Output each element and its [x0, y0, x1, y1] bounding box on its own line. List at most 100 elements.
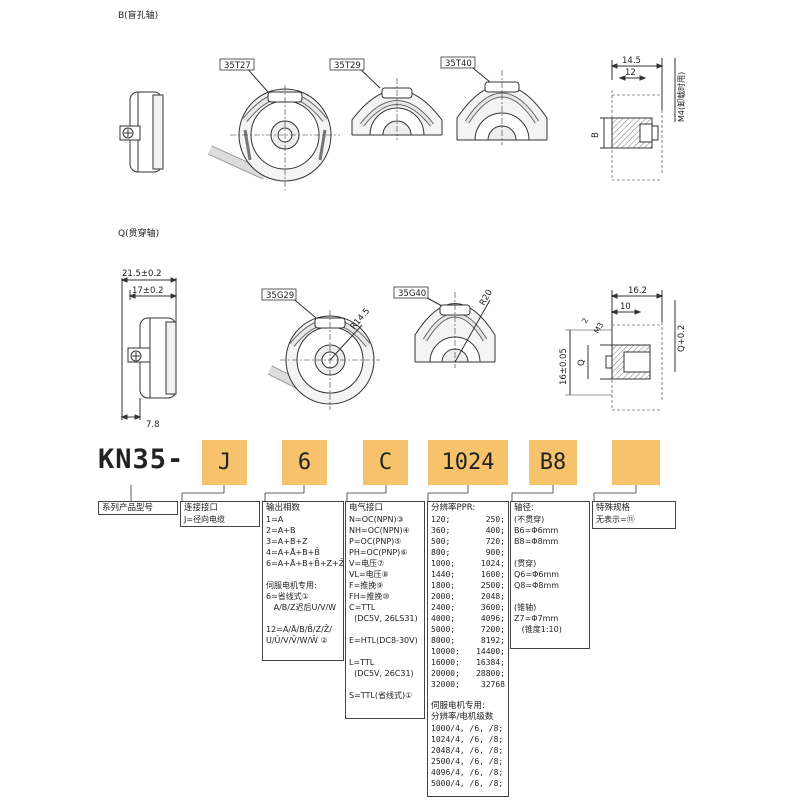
resolution-value: 900; [485, 548, 505, 557]
resolution-value: 20000; [431, 669, 460, 678]
q-front-view-1 [267, 310, 380, 410]
resolution-value: 16000; [431, 658, 460, 667]
resolution-value: 28800; [476, 669, 505, 678]
resolution-row: 1800;2500; [431, 580, 505, 591]
shaft-line [514, 591, 586, 602]
servo-line: 1000/4, /6, /8; [431, 724, 504, 733]
electrical-line: VL=电压⑧ [349, 570, 389, 579]
panel-special-title: 特殊规格 [596, 503, 631, 513]
resolution-value: 10000; [431, 647, 460, 656]
resolution-row: 1000; 1024; [431, 558, 505, 569]
resolution-value: 14400; [476, 647, 505, 656]
section-through-hole: Q(贯穿轴) [118, 227, 159, 239]
panel-shaft-title: 轴径: [514, 503, 534, 513]
panel-connect-line: J=径向电缆 [184, 515, 226, 524]
panel-series-title: 系列产品型号 [102, 503, 154, 513]
code-shaft: B8 [529, 440, 577, 485]
servo-line: 1024/4, /6, /8; [431, 735, 504, 744]
resolution-row: 2000;2048; [431, 591, 505, 602]
resolution-value: 2048; [480, 592, 505, 601]
resolution-value: 8192; [480, 636, 505, 645]
panel-output-title: 输出相数 [266, 503, 301, 513]
dim-b: B [591, 132, 601, 138]
resolution-row: 360;400; [431, 525, 505, 536]
model-prefix: KN35- [98, 444, 185, 475]
code-electrical: C [363, 440, 408, 485]
q-front-view-2 [414, 292, 496, 368]
connector-lines [130, 485, 637, 501]
q-side-view-right [565, 290, 676, 411]
resolution-row: 5000;7200; [431, 624, 505, 635]
output-line: 6=省线式① [266, 592, 309, 601]
resolution-value: 1024; [480, 559, 505, 568]
shaft-line: Z7=Φ7mm [514, 614, 559, 623]
resolution-value: 4096; [480, 614, 505, 623]
resolution-value: 120; [431, 515, 451, 524]
resolution-row: 500;720; [431, 536, 505, 547]
electrical-line: E=HTL(DC8-30V) [349, 636, 418, 645]
b-side-view-left [119, 91, 164, 173]
electrical-line [349, 646, 421, 657]
output-line: 12=A/Ā/B/B̄/Z/Z̄/ [266, 625, 332, 634]
resolution-row: 20000; 28800; [431, 668, 505, 679]
servo-line: 2048/4, /6, /8; [431, 746, 504, 755]
electrical-line: C=TTL [349, 603, 376, 612]
dim-12: 12 [625, 68, 636, 78]
electrical-line [349, 624, 421, 635]
panel-connect: 连接接口 J=径向电缆 [180, 501, 260, 527]
shaft-line: Q8=Φ8mm [514, 581, 560, 590]
dim-2: 2 [580, 316, 590, 325]
resolution-value: 400; [485, 526, 505, 535]
dim-14-5: 14.5 [622, 56, 641, 66]
output-line: 6=A+Ā+B+B̄+Z+Z̄ [266, 559, 345, 568]
shaft-line: (贯穿) [514, 559, 537, 568]
resolution-value: 1000; [431, 559, 456, 568]
electrical-line: L=TTL [349, 658, 375, 667]
resolution-row: 16000;16384; [431, 657, 505, 668]
electrical-line: S=TTL(省线式)① [349, 691, 413, 700]
resolution-row: 8000;8192; [431, 635, 505, 646]
resolution-value: 250; [485, 515, 505, 524]
panel-shaft: 轴径: (不贯穿) B6=Φ6mm B8=Φ8mm (贯穿) Q6=Φ6mm Q… [510, 501, 590, 649]
shaft-line: B8=Φ8mm [514, 537, 559, 546]
q-side-view-left [120, 277, 178, 420]
special-line: 无表示=⑪ [596, 515, 635, 524]
dim-21-5: 21.5±0.2 [122, 269, 162, 279]
view-tag-b1: 35T27 [224, 61, 251, 71]
dim-r20: R20 [478, 288, 495, 307]
view-tag-b2: 35T29 [334, 61, 361, 71]
output-line [266, 569, 340, 580]
resolution-value: 5000; [431, 625, 456, 634]
b-side-view-right [600, 58, 676, 181]
code-connect: J [202, 440, 247, 485]
servo-line: 4096/4, /6, /8; [431, 768, 504, 777]
panel-connect-title: 连接接口 [184, 503, 219, 513]
dim-17: 17±0.2 [132, 286, 163, 296]
panel-resolution: 分辨率PPR: 120;250;360;400;500;720;800;900;… [427, 501, 509, 797]
panel-series: 系列产品型号 [98, 501, 178, 515]
electrical-line [349, 679, 421, 690]
electrical-line: NH=OC(NPN)④ [349, 526, 410, 535]
resolution-row: 1440;1600; [431, 569, 505, 580]
output-line: 4=A+Ā+B+B̄ [266, 548, 320, 557]
servo-line: 2500/4, /6, /8; [431, 757, 504, 766]
servo-title: 伺服电机专用: [431, 701, 485, 711]
servo-subtitle: 分辨率/电机级数 [431, 712, 494, 722]
dim-m3: M3 [592, 321, 606, 335]
resolution-value: 720; [485, 537, 505, 546]
dim-10: 10 [620, 302, 631, 312]
b-front-view-1 [207, 85, 340, 190]
output-line: 伺服电机专用: [266, 581, 317, 590]
resolution-value: 1440; [431, 570, 456, 579]
code-output: 6 [282, 440, 327, 485]
panel-electrical: 电气接口 N=OC(NPN)③ NH=OC(NPN)④ P=OC(PNP)⑤ P… [345, 501, 425, 719]
resolution-value: 32000; [431, 680, 460, 689]
electrical-line: (DC5V, 26LS31) [349, 614, 418, 623]
code-resolution: 1024 [428, 440, 508, 485]
electrical-line: FH=推挽⑩ [349, 592, 390, 601]
servo-line: 5000/4, /6, /8; [431, 779, 504, 788]
output-line: 2=A+B [266, 526, 296, 535]
view-tag-q1: 35G29 [266, 291, 294, 301]
output-line: U/Ū/V/V̄/W/W̄ ② [266, 636, 328, 645]
panel-electrical-title: 电气接口 [349, 503, 384, 513]
